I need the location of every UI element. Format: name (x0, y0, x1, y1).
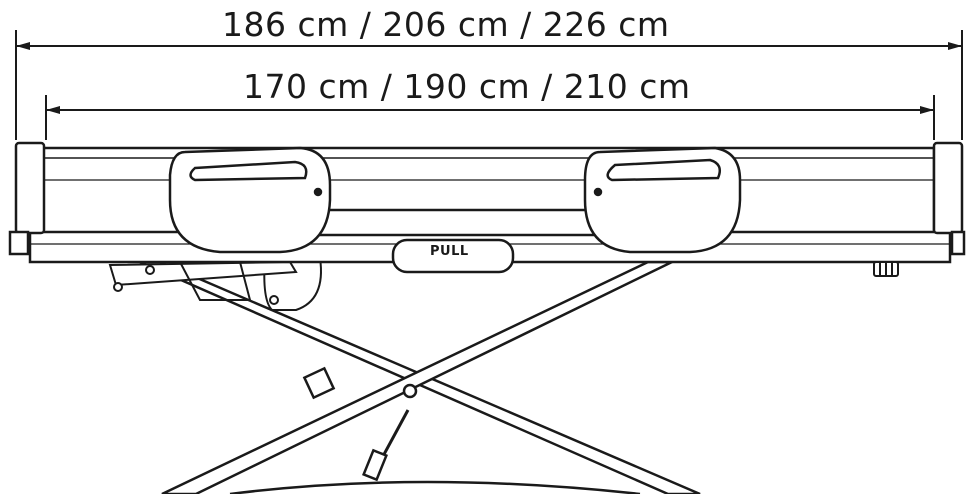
center-panel (293, 208, 617, 237)
scissor-lift (139, 260, 701, 494)
side-rail-right-bolt (593, 187, 603, 197)
outer-length-label: 186 cm / 206 cm / 226 cm (222, 5, 670, 44)
actuator-cylinder (362, 448, 388, 482)
motor-assembly (108, 257, 322, 311)
caster-knob (873, 261, 899, 277)
headboard (14, 141, 46, 235)
inner-length-label: 170 cm / 190 cm / 210 cm (243, 67, 691, 106)
actuator-rod (380, 409, 410, 459)
pull-handle[interactable] (391, 238, 515, 274)
inner-dimension (45, 95, 935, 140)
side-rails (168, 146, 742, 254)
linkage-bolt-1 (113, 282, 123, 292)
pull-handle-body[interactable] (391, 238, 515, 274)
footboard-foot (950, 230, 966, 256)
side-rail-left-handle-slot[interactable] (189, 160, 308, 182)
side-rail-right-handle-slot[interactable] (606, 158, 721, 182)
bed-ends (8, 141, 966, 256)
headboard-foot (8, 230, 30, 256)
pull-handle-label: PULL (430, 244, 469, 259)
linkage-bolt-2 (145, 265, 155, 275)
scissor-pivot-bolt (402, 383, 418, 399)
footboard (932, 141, 964, 235)
linkage-bolt-3 (269, 295, 279, 305)
side-rail-left-bolt (313, 187, 323, 197)
floor-curve (229, 480, 641, 494)
lift-mechanism-block (302, 366, 336, 400)
outer-dimension (15, 30, 963, 140)
